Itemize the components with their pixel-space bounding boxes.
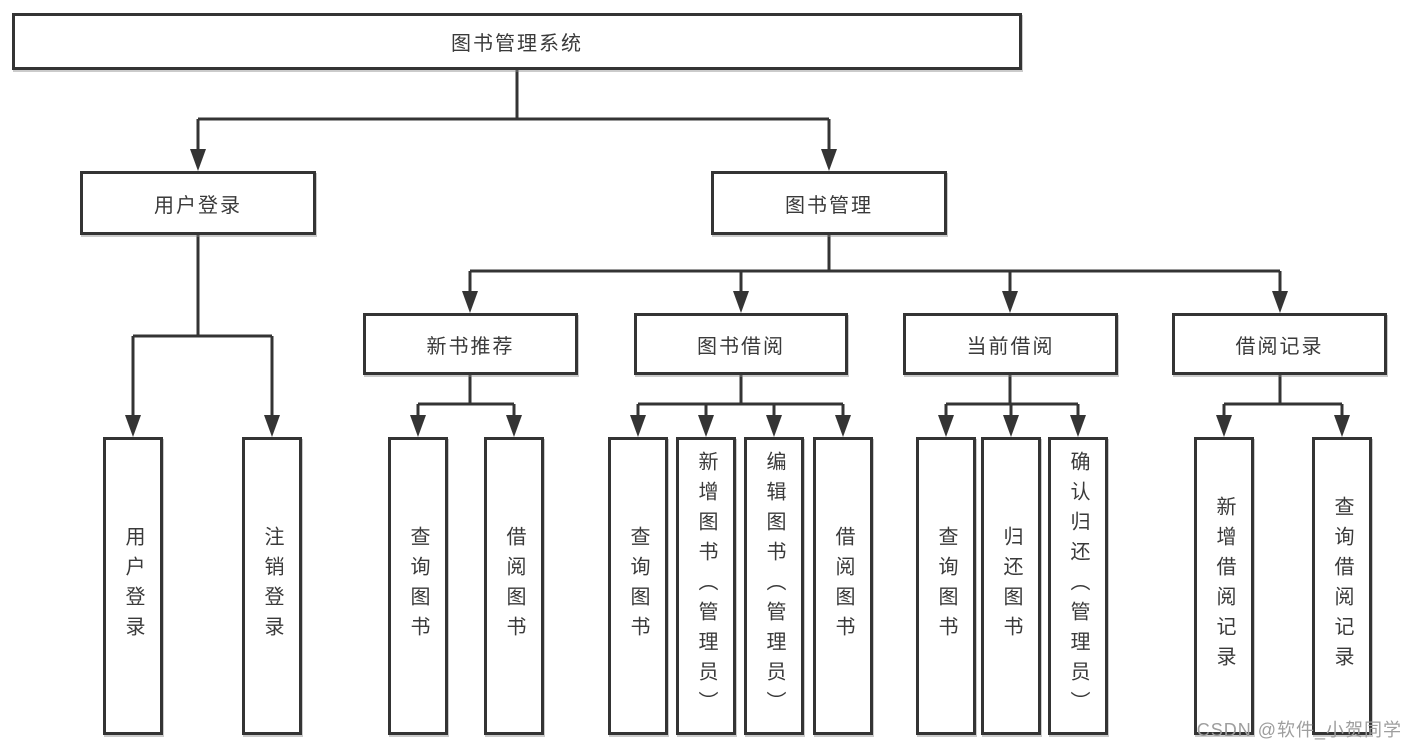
leaf-return-books: 归还图书 [981, 437, 1041, 735]
node-new-book-recommendation: 新书推荐 [363, 313, 578, 375]
node-label: 查询图书 [627, 526, 649, 646]
leaf-add-borrow-record: 新增借阅记录 [1194, 437, 1254, 735]
node-label: 用户登录 [122, 526, 144, 646]
node-label: 编辑图书（管理员） [763, 451, 785, 721]
node-label: 注销登录 [261, 526, 283, 646]
leaf-query-books: 查询图书 [608, 437, 668, 735]
leaf-edit-books-admin: 编辑图书（管理员） [744, 437, 804, 735]
leaf-borrow-books: 借阅图书 [484, 437, 544, 735]
leaf-add-books-admin: 新增图书（管理员） [676, 437, 736, 735]
leaf-logout: 注销登录 [242, 437, 302, 735]
node-label: 图书管理系统 [451, 33, 583, 55]
leaf-borrow-books: 借阅图书 [813, 437, 873, 735]
node-label: 归还图书 [1000, 526, 1022, 646]
node-book-borrowing: 图书借阅 [634, 313, 848, 375]
node-label: 新增借阅记录 [1213, 496, 1235, 676]
node-label: 用户登录 [154, 194, 242, 217]
csdn-watermark: CSDN @软件_小贺同学 [1196, 720, 1402, 740]
node-user-login: 用户登录 [80, 171, 316, 235]
node-label: 图书借阅 [697, 335, 785, 358]
node-label: 查询图书 [407, 526, 429, 646]
node-label: 借阅记录 [1235, 335, 1324, 358]
node-label: 当前借阅 [966, 335, 1055, 358]
node-label: 查询图书 [935, 526, 957, 646]
leaf-query-borrow-record: 查询借阅记录 [1312, 437, 1372, 735]
node-label: 新增图书（管理员） [695, 451, 717, 721]
leaf-query-books: 查询图书 [388, 437, 448, 735]
node-book-management: 图书管理 [711, 171, 947, 235]
node-label: 图书管理 [785, 194, 873, 217]
leaf-query-books: 查询图书 [916, 437, 976, 735]
leaf-user-login: 用户登录 [103, 437, 163, 735]
node-label: 确认归还（管理员） [1067, 451, 1089, 721]
node-label: 借阅图书 [832, 526, 854, 646]
node-label: 借阅图书 [503, 526, 525, 646]
leaf-confirm-return-admin: 确认归还（管理员） [1048, 437, 1108, 735]
node-label: 新书推荐 [426, 335, 515, 358]
node-library-management-system: 图书管理系统 [12, 13, 1022, 70]
node-label: 查询借阅记录 [1331, 496, 1353, 676]
node-current-borrowing: 当前借阅 [903, 313, 1118, 375]
node-borrowing-records: 借阅记录 [1172, 313, 1387, 375]
